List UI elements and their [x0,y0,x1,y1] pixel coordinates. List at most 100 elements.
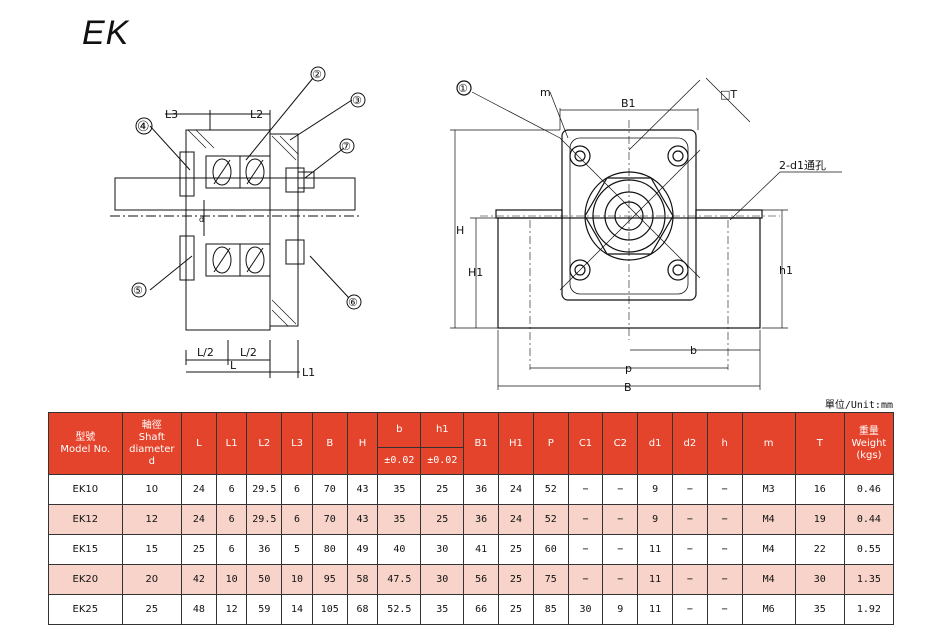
table-cell: − [671,504,708,535]
page-title: EK [82,14,130,52]
table-cell: EK12 [48,504,123,535]
table-cell: 35 [420,594,465,625]
header-weight-line: (kgs) [856,449,882,461]
table-cell: 24 [180,504,217,535]
table-cell: − [706,534,743,565]
table-cell: 95 [311,564,348,595]
table-cell: 35 [377,474,422,505]
table-cell: 14 [281,594,313,625]
label-p: p [625,362,632,375]
front-view-drawing [450,77,842,390]
header-model-line: Model No. [60,443,111,455]
table-cell: − [602,504,639,535]
callout-4: ④ [137,119,150,135]
header-shaft-line: Shaft [138,431,165,443]
table-cell: 24 [180,474,217,505]
table-cell: M6 [741,594,796,625]
header-l1-line: L1 [225,437,238,449]
table-cell: 10 [121,474,182,505]
table-cell: 25 [498,534,534,565]
header-b1: B1 [463,412,500,475]
header-h1-tolerance: ±0.02 [420,447,465,475]
table-cell: 11 [637,534,673,565]
table-cell: 25 [180,534,217,565]
table-cell: 16 [794,474,845,505]
table-cell: EK20 [48,564,123,595]
table-cell: 24 [498,504,534,535]
header-weight-line: 重量 [858,425,879,437]
table-cell: − [671,534,708,565]
table-cell: 70 [311,474,348,505]
dim-d: d [199,215,204,224]
table-cell: − [567,504,604,535]
table-cell: − [671,474,708,505]
header-h: h [706,412,743,475]
callout-5: ⑤ [133,284,143,297]
table-cell: 68 [346,594,379,625]
header-b-tolerance: ±0.02 [377,447,422,475]
dim-l-half-1: L/2 [197,346,214,359]
table-cell: 58 [346,564,379,595]
table-cell: 66 [463,594,500,625]
header-h1: h1 [420,412,465,448]
header-b-line: b [396,424,403,435]
label-m: m [540,86,551,99]
table-cell: − [602,474,639,505]
table-cell: 11 [637,594,673,625]
table-cell: 50 [246,564,283,595]
table-cell: 19 [794,504,845,535]
header-l1: L1 [215,412,248,475]
table-cell: 10 [215,564,248,595]
table-cell: 6 [215,504,248,535]
table-cell: 42 [180,564,217,595]
table-cell: EK25 [48,594,123,625]
table-cell: − [706,474,743,505]
header-c2: C2 [602,412,639,475]
table-cell: 70 [311,504,348,535]
callout-6: ⑥ [348,296,358,309]
label-b1: B1 [621,97,636,110]
dim-l-half-2: L/2 [240,346,257,359]
table-cell: 9 [637,474,673,505]
table-cell: 35 [794,594,845,625]
header-d1-line: d1 [648,437,662,449]
table-cell: 36 [246,534,283,565]
table-cell: 52 [532,474,569,505]
table-cell: 43 [346,504,379,535]
table-cell: 52 [532,504,569,535]
table-cell: 1.35 [843,564,895,595]
table-cell: 36 [463,474,500,505]
callout-2: ② [312,68,322,81]
header-l: L [180,412,217,475]
table-cell: − [671,594,708,625]
label-2d1-hole: 2-d1通孔 [779,159,826,172]
table-cell: 6 [281,504,313,535]
header-c1: C1 [567,412,604,475]
table-cell: 30 [420,564,465,595]
label-t: □T [720,88,737,101]
table-cell: − [567,564,604,595]
header-l-line: L [196,437,202,449]
header-l2-line: L2 [258,437,271,449]
table-cell: − [567,474,604,505]
table-cell: 43 [346,474,379,505]
table-cell: 41 [463,534,500,565]
table-cell: − [567,534,604,565]
header-shaft-line: 軸徑 [141,419,162,431]
table-cell: 0.55 [843,534,895,565]
table-cell: 48 [180,594,217,625]
table-cell: EK15 [48,534,123,565]
table-cell: 60 [532,534,569,565]
header-l3: L3 [281,412,313,475]
label-b-large: B [624,381,632,394]
header-shaft-line: d [148,455,155,467]
table-cell: 15 [121,534,182,565]
header-h1-line: H1 [509,437,523,449]
table-cell: 25 [121,594,182,625]
